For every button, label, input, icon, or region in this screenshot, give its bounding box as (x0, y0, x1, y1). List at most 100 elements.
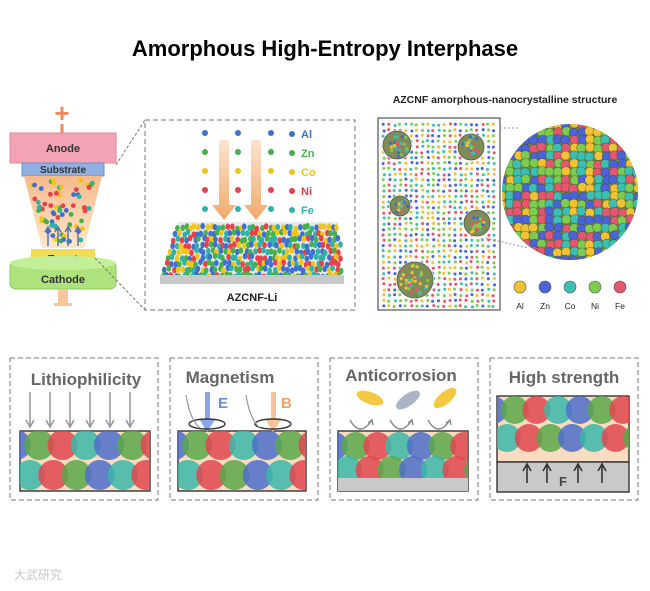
matrix-atom (425, 200, 429, 204)
matrix-atom (387, 166, 391, 170)
plasma-particle (36, 204, 42, 210)
grain-atom (401, 273, 405, 277)
element-dot (235, 187, 241, 193)
matrix-atom (398, 293, 402, 297)
matrix-atom (404, 249, 408, 253)
matrix-atom (475, 189, 479, 193)
film-atom (332, 247, 337, 254)
film-atom (249, 252, 255, 260)
matrix-atom (459, 173, 463, 177)
grain (463, 209, 491, 237)
matrix-atom (453, 178, 457, 182)
matrix-atom (447, 254, 451, 258)
matrix-atom (447, 287, 451, 291)
matrix-atom (432, 304, 436, 308)
layer-grain (242, 460, 273, 490)
sphere-atom (552, 167, 563, 177)
matrix-atom (453, 228, 457, 232)
layer-grain (178, 460, 203, 490)
matrix-atom (492, 217, 496, 221)
matrix-atom (431, 145, 435, 149)
grain-atom (397, 155, 401, 159)
film-atom (322, 249, 328, 256)
matrix-atom (394, 299, 397, 303)
layer-grain (579, 424, 608, 452)
matrix-atom (431, 200, 435, 204)
sphere-atom (502, 174, 507, 185)
legend-label: Fe (301, 205, 314, 217)
plasma-particle (78, 237, 84, 243)
grain-atom (468, 216, 472, 220)
grain-atom (481, 223, 485, 227)
film-atom (285, 266, 290, 274)
film-atom (228, 243, 233, 250)
matrix-atom (431, 178, 435, 182)
b-label: B (281, 395, 292, 412)
sphere-atom (560, 198, 570, 208)
matrix-atom (436, 173, 440, 177)
layer-grain (355, 456, 384, 484)
matrix-atom (459, 217, 462, 220)
film-atom (253, 229, 258, 236)
matrix-atom (382, 195, 386, 199)
film-atom (195, 265, 201, 273)
matrix-atom (476, 299, 480, 303)
plasma-particle (73, 187, 79, 193)
grain-atom (397, 202, 401, 206)
matrix-atom (464, 266, 468, 270)
grain-atom (470, 222, 475, 226)
matrix-atom (459, 266, 463, 270)
film-atom (320, 241, 326, 249)
film-atom (220, 267, 226, 274)
film-atom (305, 265, 311, 272)
film-atom (330, 241, 335, 248)
matrix-atom (381, 134, 385, 138)
matrix-atom (448, 134, 452, 138)
matrix-atom (475, 304, 479, 307)
plasma-particle (49, 223, 55, 229)
film-atom (179, 237, 185, 244)
plasma-particle (63, 208, 69, 213)
matrix-atom (410, 156, 414, 160)
film-atom (175, 235, 181, 242)
matrix-atom (442, 227, 446, 231)
matrix-atom (475, 294, 479, 297)
matrix-atom (387, 216, 391, 220)
matrix-atom (481, 189, 485, 192)
grain-atom (471, 229, 475, 233)
element-dot (268, 187, 274, 193)
matrix-atom (480, 288, 484, 292)
grain-atom (405, 149, 409, 153)
film-atom (195, 252, 200, 260)
matrix-atom (393, 255, 397, 259)
matrix-atom (431, 139, 435, 143)
matrix-atom (476, 288, 479, 292)
matrix-atom (475, 244, 479, 247)
matrix-atom (392, 266, 396, 270)
property-magnetism: Magnetism E B (169, 357, 319, 501)
grain-atom (394, 202, 398, 206)
matrix-atom (470, 167, 474, 171)
matrix-atom (432, 288, 436, 292)
grain-atom (388, 141, 393, 145)
film-atom (249, 241, 254, 248)
matrix-atom (426, 134, 430, 138)
matrix-atom (447, 211, 451, 214)
layer-grain (442, 456, 468, 484)
matrix-atom (420, 304, 424, 308)
matrix-atom (426, 299, 430, 302)
layer-grain (338, 456, 362, 484)
matrix-atom (459, 277, 462, 281)
matrix-atom (437, 299, 440, 303)
grain-atom (413, 279, 417, 283)
matrix-atom (414, 189, 418, 193)
matrix-atom (404, 188, 408, 192)
matrix-atom (431, 161, 434, 165)
matrix-atom (427, 195, 430, 199)
plasma-particle (60, 203, 66, 209)
matrix-atom (437, 194, 441, 198)
matrix-atom (486, 178, 490, 182)
film-atom (300, 267, 306, 274)
matrix-atom (415, 195, 419, 198)
matrix-atom (486, 172, 490, 176)
